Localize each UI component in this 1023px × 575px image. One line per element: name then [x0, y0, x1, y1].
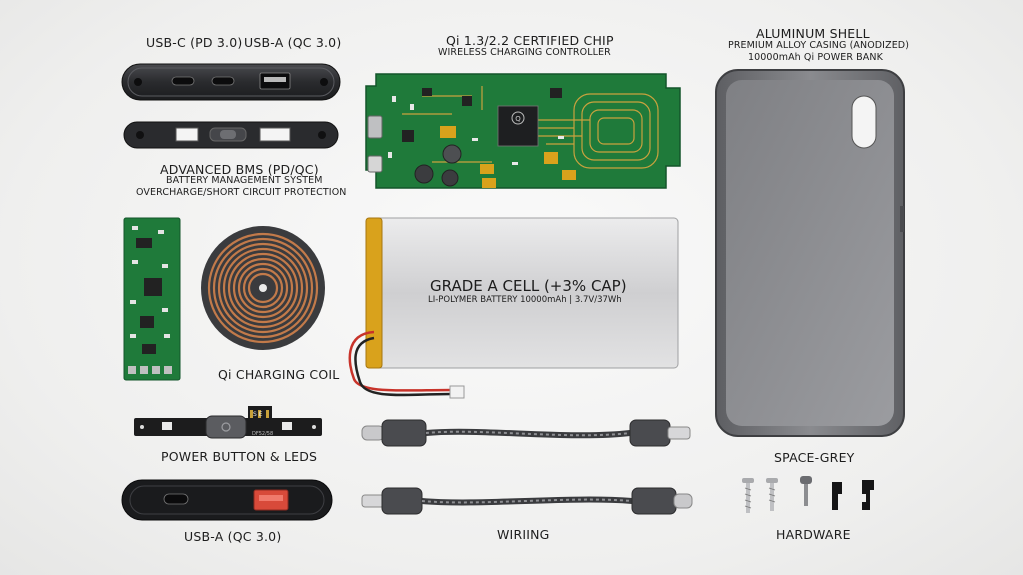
bms-subtitle-1: BATTERY MANAGEMENT SYSTEM — [166, 175, 323, 186]
battery-subtitle: LI-POLYMER BATTERY 10000mAh | 3.7V/37Wh — [428, 295, 622, 305]
shell-title: ALUMINUM SHELL — [756, 26, 870, 41]
usbc-pd-label: USB-C (PD 3.0) — [146, 35, 243, 50]
usb-port-plate-top — [121, 63, 341, 101]
camera-cutout — [851, 95, 877, 149]
power-button-icon — [205, 415, 247, 439]
qi-chip-title: Qi 1.3/2.2 CERTIFIED CHIP — [446, 33, 614, 48]
usb-c-port-icon — [171, 76, 195, 86]
qi-controller-pcb: Q — [365, 73, 681, 189]
svg-text:Q: Q — [515, 115, 521, 123]
usb-a-housing-bottom — [121, 479, 333, 521]
usb-port-bracket — [123, 121, 339, 149]
coil-label: Qi CHARGING COIL — [218, 367, 340, 382]
hardware-screws-clips — [742, 476, 874, 513]
usba-qc-top-label: USB-A (QC 3.0) — [244, 35, 342, 50]
qi-charging-coil — [201, 226, 325, 350]
cable-lightning-usbc — [361, 487, 693, 515]
bms-subtitle-2: OVERCHARGE/SHORT CIRCUIT PROTECTION — [136, 187, 347, 198]
shell-subtitle-2: 10000mAh Qi POWER BANK — [748, 52, 883, 63]
usba-qc-bottom-label: USB-A (QC 3.0) — [184, 529, 282, 544]
li-polymer-battery — [348, 217, 679, 399]
screw-icon — [742, 478, 754, 513]
power-button-label: POWER BUTTON & LEDS — [161, 449, 318, 464]
bms-title: ADVANCED BMS (PD/QC) — [160, 162, 319, 177]
bms-pcb — [123, 217, 181, 381]
cable-usbc-lightning — [361, 419, 691, 447]
qi-chip-subtitle: WIRELESS CHARGING CONTROLLER — [438, 47, 611, 58]
hardware-label: HARDWARE — [776, 527, 851, 542]
wiring-label: WIRIING — [497, 527, 550, 542]
space-grey-label: SPACE-GREY — [774, 450, 855, 465]
qi-chip-icon — [497, 105, 539, 147]
power-button-pcb — [134, 406, 322, 439]
shell-subtitle-1: PREMIUM ALLOY CASING (ANODIZED) — [728, 40, 910, 51]
aluminum-shell — [715, 69, 905, 437]
clip-icon — [832, 482, 842, 510]
battery-title: GRADE A CELL (+3% CAP) — [430, 277, 627, 295]
button-pcb-mark: S E — [253, 411, 263, 418]
button-pcb-code: DF52/58 — [252, 431, 274, 437]
